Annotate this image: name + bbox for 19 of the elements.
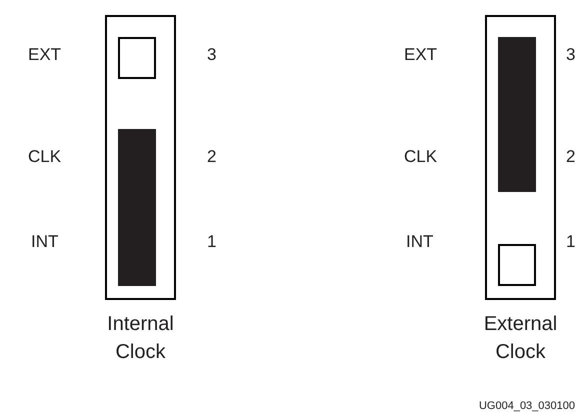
pin-label: 3 (566, 45, 576, 65)
pin-label: EXT (404, 45, 438, 65)
figure-id: UG004_03_030100 (478, 399, 575, 414)
pin-label: CLK (404, 147, 438, 167)
pin-label: 2 (566, 147, 576, 167)
pin-label: CLK (28, 147, 62, 167)
pin-label: 2 (207, 147, 216, 167)
open-pin (498, 244, 536, 286)
pin-label: EXT (28, 45, 62, 65)
pin-label: 1 (566, 232, 576, 252)
pin-label: 1 (207, 232, 216, 252)
pin-label: INT (31, 232, 58, 252)
pin-label: 3 (207, 45, 216, 65)
node-label: Internal Clock (106, 312, 175, 365)
open-pin (118, 37, 156, 79)
pin-label: INT (406, 232, 434, 252)
jumper-cap (118, 129, 156, 286)
jumper-cap (498, 37, 536, 192)
node-label: External Clock (482, 312, 558, 365)
